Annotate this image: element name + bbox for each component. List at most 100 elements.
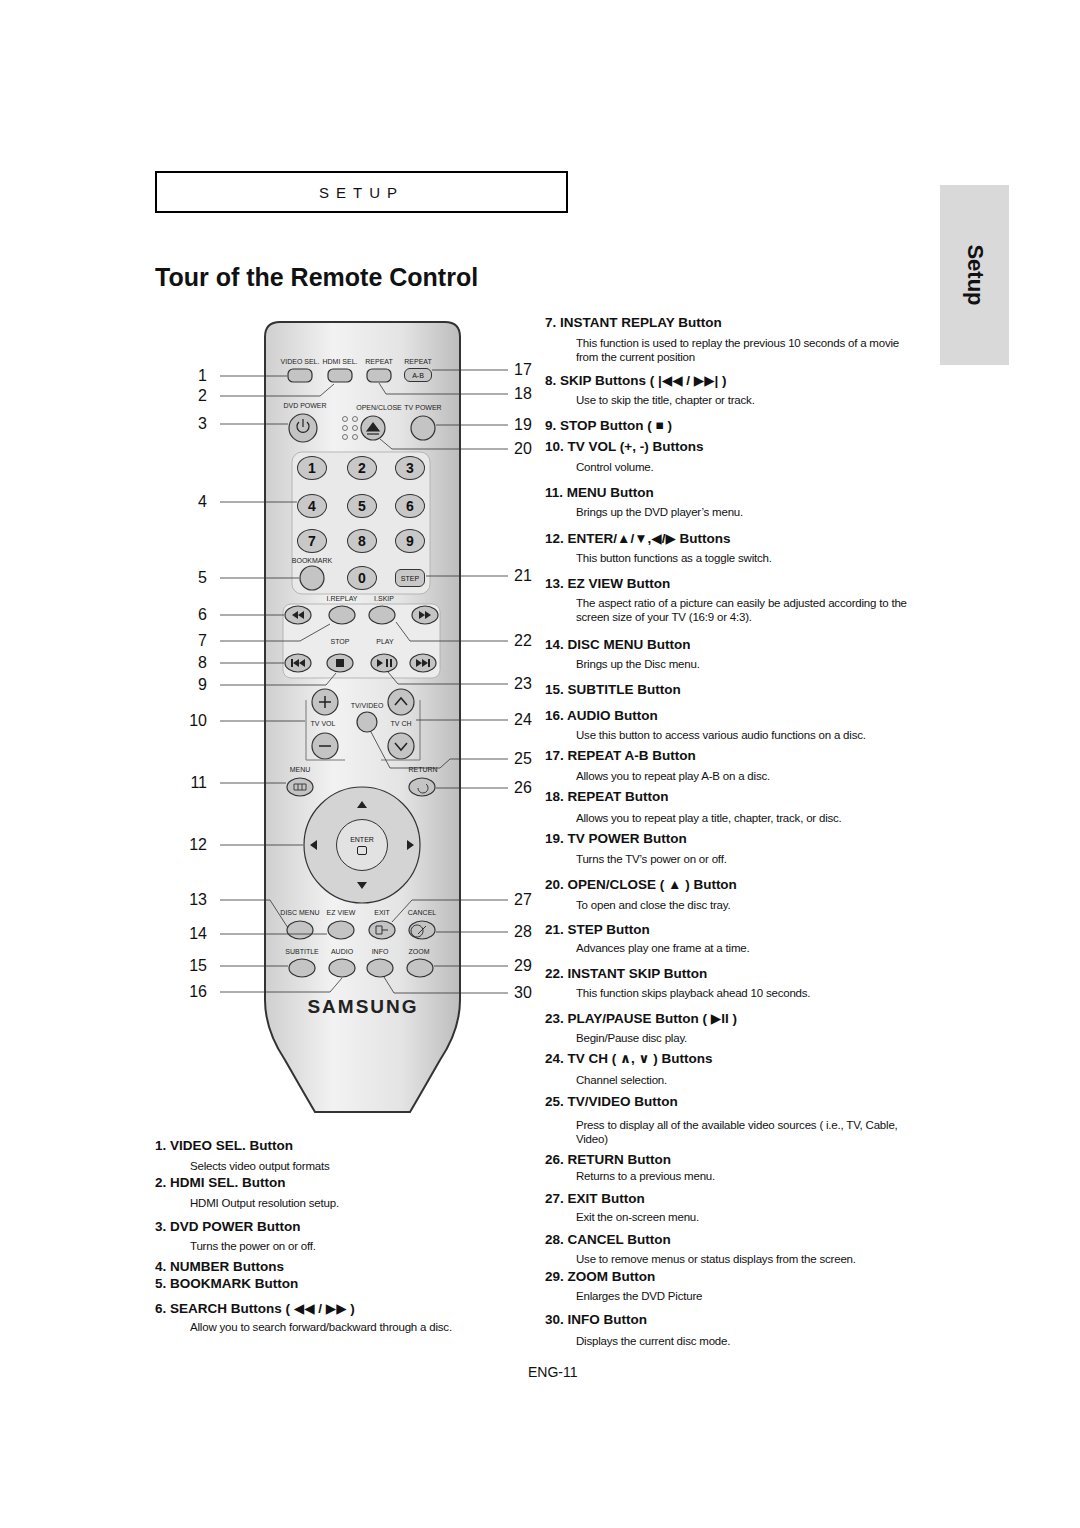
button-text: 6	[406, 498, 414, 514]
volume-channel-icons	[306, 700, 420, 760]
button-label: HDMI SEL.	[322, 358, 357, 365]
item-description: This function skips playback ahead 10 se…	[576, 986, 921, 1000]
button-label: STOP	[331, 638, 350, 645]
top-buttons	[367, 369, 391, 382]
callout-number: 8	[180, 654, 207, 672]
item-heading: 8. SKIP Buttons ( |◀◀ / ▶▶| )	[545, 373, 727, 389]
button-icons	[367, 433, 379, 434]
callout-number: 3	[180, 415, 207, 433]
callout-number: 4	[180, 493, 207, 511]
button-text: ENTER	[350, 836, 374, 843]
button-icons	[297, 419, 379, 434]
leader-lines	[220, 370, 508, 993]
leader-lines	[434, 966, 508, 967]
item-description: Begin/Pause disc play.	[576, 1031, 921, 1045]
button-text: 5	[358, 498, 366, 514]
indicator-dots	[353, 417, 358, 422]
button-text: 0	[358, 570, 366, 586]
item-heading: 19. TV POWER Button	[545, 831, 687, 847]
remote-body	[265, 322, 460, 1112]
button-text: 3	[406, 460, 414, 476]
transport-buttons	[371, 654, 397, 672]
remote-control: SAMSUNGA-B1234567890STEPENTER	[262, 320, 464, 1120]
item-heading: 7. INSTANT REPLAY Button	[545, 315, 722, 331]
leader-lines	[220, 424, 288, 425]
transport-buttons	[285, 566, 438, 672]
transport-icons	[336, 659, 344, 667]
indicator-dots	[353, 435, 358, 440]
callout-number: 10	[180, 712, 207, 730]
section-header: SETUP	[155, 171, 568, 213]
remote-button: 2	[347, 456, 377, 480]
function-buttons	[409, 921, 435, 939]
brand-logo: SAMSUNG	[262, 996, 464, 1018]
item-heading: 15. SUBTITLE Button	[545, 682, 681, 698]
remote-button: 3	[395, 456, 425, 480]
leader-lines	[220, 578, 299, 579]
transport-buttons	[412, 606, 438, 624]
item-description: Displays the current disc mode.	[576, 1334, 921, 1348]
page-title: Tour of the Remote Control	[155, 263, 478, 292]
function-buttons	[376, 926, 388, 934]
callout-number: 29	[514, 957, 532, 975]
item-description: Selects video output formats	[190, 1159, 520, 1173]
function-buttons	[328, 921, 354, 939]
button-label: RETURN	[408, 766, 437, 773]
callout-number: 7	[180, 632, 207, 650]
item-heading: 21. STEP Button	[545, 922, 650, 938]
navigation-ring	[287, 778, 313, 796]
callout-number: 24	[514, 711, 532, 729]
button-label: I.REPLAY	[327, 595, 358, 602]
top-buttons	[288, 369, 312, 382]
item-description: Allows you to repeat play A-B on a disc.	[576, 769, 921, 783]
transport-buttons	[369, 606, 395, 624]
indicator-dots	[343, 417, 348, 422]
navigation-ring	[304, 787, 420, 903]
leader-lines	[220, 900, 288, 928]
item-heading: 23. PLAY/PAUSE Button ( ▶II )	[545, 1011, 737, 1027]
leader-lines	[436, 788, 508, 789]
navigation-ring	[418, 784, 428, 793]
item-heading: 5. BOOKMARK Button	[155, 1276, 298, 1292]
callout-number: 28	[514, 923, 532, 941]
button-label: SUBTITLE	[285, 948, 318, 955]
item-heading: 4. NUMBER Buttons	[155, 1259, 284, 1275]
indicator-dots	[343, 435, 348, 440]
indicator-dots	[353, 426, 358, 431]
button-label: EZ VIEW	[327, 909, 356, 916]
volume-channel-buttons	[312, 733, 338, 759]
transport-icons	[292, 611, 304, 619]
button-label: TV VOL	[311, 720, 336, 727]
button-label: I.SKIP	[374, 595, 394, 602]
leader-lines	[384, 977, 508, 993]
leader-lines	[220, 502, 297, 503]
button-label: BOOKMARK	[292, 557, 332, 564]
item-description: Control volume.	[576, 460, 921, 474]
button-text: A-B	[412, 372, 424, 379]
navigation-ring	[294, 784, 306, 790]
item-heading: 30. INFO Button	[545, 1312, 647, 1328]
remote-button: 4	[297, 494, 327, 518]
item-description: Exit the on-screen menu.	[576, 1210, 921, 1224]
function-buttons	[329, 959, 355, 977]
item-description: Use to skip the title, chapter or track.	[576, 393, 921, 407]
item-description: The aspect ratio of a picture can easily…	[576, 596, 921, 624]
button-text: 7	[308, 533, 316, 549]
callout-number: 22	[514, 632, 532, 650]
button-label: CANCEL	[408, 909, 436, 916]
button-text: SETUP	[319, 184, 404, 201]
callout-number: 30	[514, 984, 532, 1002]
callout-number: 14	[180, 925, 207, 943]
function-buttons	[369, 921, 395, 939]
button-label: DISC MENU	[280, 909, 319, 916]
volume-channel-icons	[306, 696, 420, 760]
callout-number: 15	[180, 957, 207, 975]
callout-number: 21	[514, 567, 532, 585]
transport-icons	[291, 611, 431, 667]
button-text: 4	[308, 498, 316, 514]
callout-number: 1	[180, 367, 207, 385]
button-text: 9	[406, 533, 414, 549]
transport-buttons	[300, 566, 324, 590]
item-description: Use this button to access various audio …	[576, 728, 921, 742]
function-buttons	[411, 925, 426, 937]
